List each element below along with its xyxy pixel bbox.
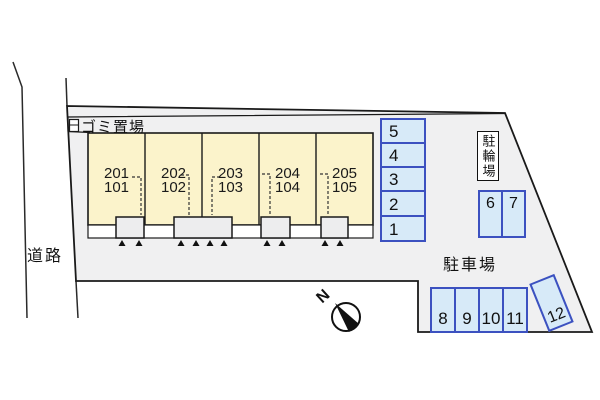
car-parking-label: 駐車場	[443, 257, 498, 274]
road-right-edge-lower-line	[75, 280, 79, 319]
parking-space-10: 10	[478, 287, 504, 333]
parking-space-4: 4	[380, 142, 426, 168]
entry-door-markers	[118, 240, 344, 246]
entry-porches	[115, 216, 349, 239]
bike-parking-sign: 駐輪場	[477, 131, 499, 181]
unit-label-203-103: 203 103	[217, 165, 244, 196]
parking-space-2: 2	[380, 190, 426, 217]
parking-space-7: 7	[501, 190, 526, 238]
compass	[331, 302, 361, 332]
parking-space-1: 1	[380, 215, 426, 242]
unit-label-201-101: 201 101	[103, 165, 130, 196]
parking-space-3: 3	[380, 166, 426, 192]
road-right-edge-upper-line	[65, 77, 68, 107]
parking-space-5: 5	[380, 118, 426, 144]
trash-area-strip-line	[67, 112, 506, 132]
trash-area-label: ゴミ置場	[81, 119, 146, 136]
unit-label-202-102: 202 102	[160, 165, 187, 196]
parking-space-8: 8	[430, 287, 456, 333]
parking-space-9: 9	[454, 287, 480, 333]
unit-divider-lines	[144, 133, 317, 225]
parking-space-6: 6	[478, 190, 503, 238]
trash-enclosure-icon	[68, 118, 80, 133]
parking-space-11: 11	[502, 287, 528, 333]
unit-label-205-105: 205 105	[331, 165, 358, 196]
building-body	[87, 132, 374, 226]
road-label: 道路	[27, 248, 64, 265]
entry-path-dashed-lines	[132, 173, 329, 215]
compass-needle-icon	[335, 303, 359, 332]
unit-label-204-104: 204 104	[274, 165, 301, 196]
road-left-edge-line	[12, 61, 28, 319]
